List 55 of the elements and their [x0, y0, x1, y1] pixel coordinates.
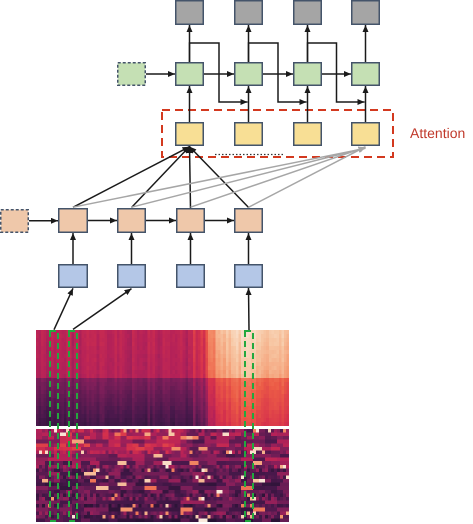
- arrow: [70, 233, 76, 264]
- context-vector-box: [234, 122, 263, 146]
- arrow: [322, 71, 351, 77]
- decoder-cell: [293, 62, 322, 86]
- arrow: [362, 25, 368, 62]
- arrow: [146, 218, 176, 224]
- arrow: [246, 86, 252, 122]
- decoder-cell: [234, 62, 263, 86]
- encoder-cell: [117, 208, 146, 233]
- arrow: [72, 288, 132, 330]
- output-box: [175, 0, 204, 25]
- arrow: [131, 146, 366, 208]
- arrow: [188, 233, 194, 264]
- encoder-cell: [58, 208, 88, 233]
- arrow: [246, 288, 252, 330]
- arrow: [362, 86, 368, 122]
- arrow: [53, 288, 74, 330]
- arrow: [88, 218, 117, 224]
- arrow: [146, 71, 175, 77]
- initial-decoder-state-box: [117, 62, 146, 86]
- arrow: [248, 146, 366, 208]
- arrow: [246, 233, 252, 264]
- initial-encoder-state-box: [0, 209, 29, 233]
- input-feature-box: [117, 264, 146, 288]
- arrow: [72, 146, 366, 208]
- arrow: [190, 146, 366, 208]
- output-box: [351, 0, 380, 25]
- arrow: [186, 146, 193, 208]
- arrow: [304, 86, 310, 122]
- encoder-cell: [176, 208, 205, 233]
- input-feature-box: [58, 264, 88, 288]
- input-feature-box: [176, 264, 205, 288]
- arrow: [29, 218, 58, 224]
- arrow: [248, 42, 306, 105]
- attention-label: Attention: [410, 125, 466, 141]
- arrow: [128, 233, 134, 264]
- input-feature-box: [234, 264, 263, 288]
- arrow: [130, 146, 190, 208]
- spectrogram-heatmap: [36, 330, 289, 522]
- arrow: [188, 146, 250, 208]
- context-vector-box: [293, 122, 322, 146]
- decoder-cell: [351, 62, 380, 86]
- arrow: [204, 71, 234, 77]
- decoder-cell: [175, 62, 204, 86]
- arrow: [263, 71, 293, 77]
- output-box: [293, 0, 322, 25]
- arrow: [188, 42, 248, 105]
- context-vector-box: [351, 122, 380, 146]
- arrow: [205, 218, 234, 224]
- arrow: [72, 146, 190, 208]
- context-vector-box: [175, 122, 204, 146]
- arrow: [306, 42, 364, 105]
- encoder-cell: [234, 208, 263, 233]
- arrow: [186, 86, 192, 122]
- output-box: [234, 0, 263, 25]
